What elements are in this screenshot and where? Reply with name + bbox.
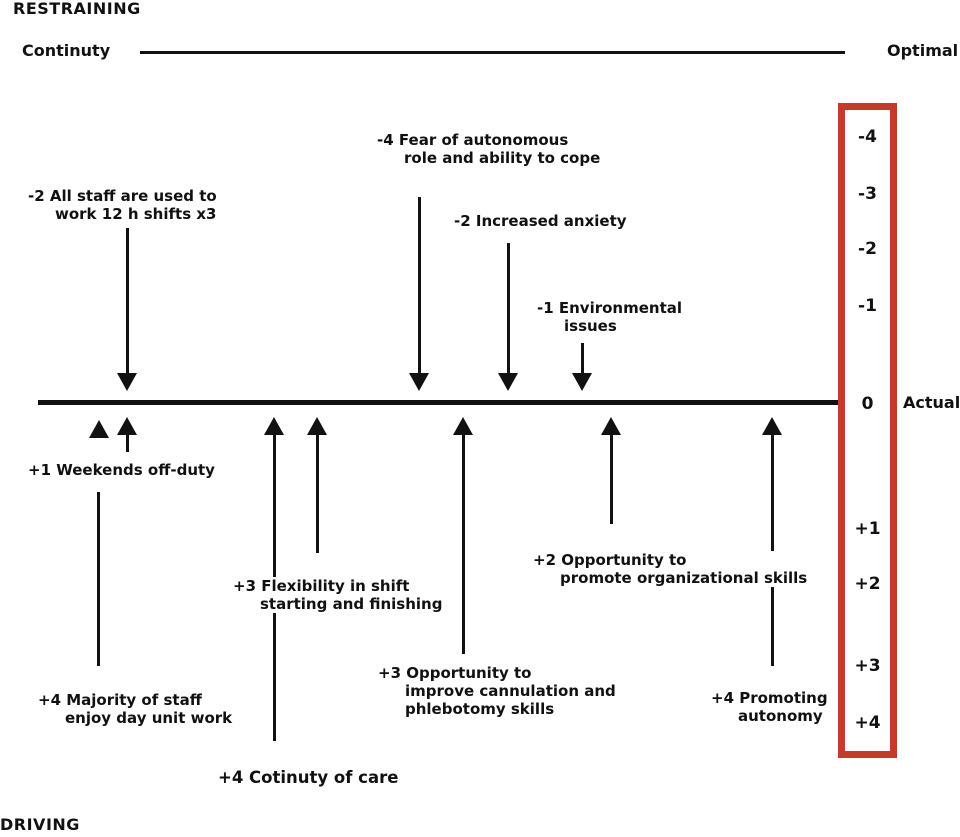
actual-baseline — [38, 400, 838, 405]
scale-value: +4 — [854, 713, 881, 733]
arrow-up-icon — [89, 420, 109, 438]
force-label: +4 Promoting autonomy — [711, 689, 828, 725]
arrow-stem — [126, 435, 129, 452]
arrow-stem — [610, 435, 613, 524]
arrow-stem — [418, 197, 421, 374]
scale-value: +1 — [854, 519, 881, 539]
actual-label: Actual — [903, 393, 960, 412]
restraining-title: RESTRAINING — [13, 0, 141, 18]
score-scale-box — [838, 103, 897, 758]
arrow-up-icon — [453, 417, 473, 435]
force-label: +4 Cotinuty of care — [218, 768, 399, 787]
force-label: +3 Opportunity to improve cannulation an… — [378, 664, 616, 718]
scale-value: -3 — [858, 184, 877, 204]
force-label: +3 Flexibility in shift starting and fin… — [233, 577, 443, 613]
scale-value: +2 — [854, 574, 881, 594]
arrow-up-icon — [117, 417, 137, 435]
arrow-up-icon — [264, 417, 284, 435]
arrow-stem — [126, 228, 129, 375]
force-label: +4 Majority of staff enjoy day unit work — [38, 691, 233, 727]
arrow-down-icon — [572, 373, 592, 391]
arrow-stem — [507, 243, 510, 374]
force-label: -2 Increased anxiety — [454, 212, 627, 230]
scale-value: -2 — [858, 239, 877, 259]
arrow-down-icon — [498, 373, 518, 391]
arrow-stem — [771, 435, 774, 666]
arrow-stem — [97, 492, 100, 666]
force-label: +1 Weekends off-duty — [28, 461, 215, 479]
arrow-up-icon — [601, 417, 621, 435]
optimal-axis-line — [140, 51, 845, 54]
scale-value: -1 — [858, 296, 877, 316]
force-label: +2 Opportunity to promote organizational… — [533, 551, 808, 587]
force-label: -1 Environmental issues — [537, 299, 688, 335]
arrow-up-icon — [307, 417, 327, 435]
arrow-stem — [462, 435, 465, 654]
force-label: -2 All staff are used to work 12 h shift… — [28, 187, 217, 223]
optimal-axis-label: Optimal — [887, 41, 959, 60]
scale-value: +3 — [854, 656, 881, 676]
scale-value: 0 — [861, 394, 874, 414]
arrow-down-icon — [117, 373, 137, 391]
arrow-stem — [581, 343, 584, 374]
arrow-down-icon — [409, 373, 429, 391]
arrow-up-icon — [762, 417, 782, 435]
continuity-axis-label: Continuty — [22, 41, 111, 60]
arrow-stem — [316, 435, 319, 553]
force-label: -4 Fear of autonomous role and ability t… — [377, 131, 601, 167]
scale-value: -4 — [858, 127, 877, 147]
driving-title: DRIVING — [0, 815, 80, 834]
